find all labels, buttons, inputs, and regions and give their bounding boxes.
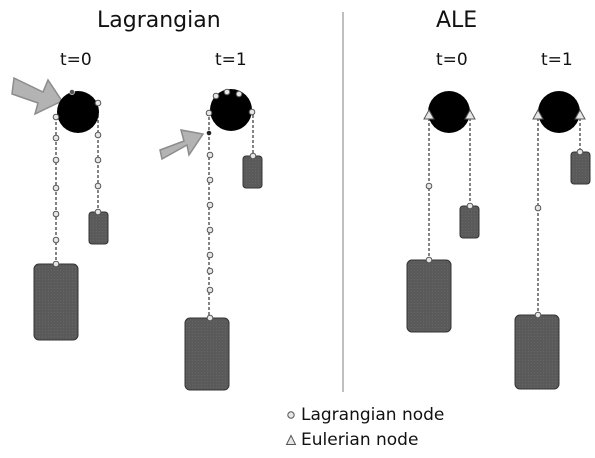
pulley (428, 91, 470, 133)
pulley (210, 89, 252, 131)
small-weight (570, 151, 591, 185)
pulley (57, 91, 99, 133)
circle-icon (287, 411, 295, 419)
lagrangian-title: Lagrangian (97, 8, 221, 33)
small-weight (459, 205, 480, 239)
ale-t0-pulley-system (406, 91, 480, 333)
small-weight (88, 211, 109, 245)
pulley (538, 91, 580, 133)
legend-lagrangian-node: Lagrangian node (285, 405, 444, 425)
ale-t0-label: t=0 (436, 50, 468, 70)
triangle-icon (285, 434, 297, 445)
lagrangian-t0-label: t=0 (60, 50, 92, 70)
ale-t1-label: t=1 (541, 50, 573, 70)
lagrangian-t1-label: t=1 (215, 50, 247, 70)
large-weight (514, 314, 560, 390)
large-weight (406, 259, 452, 333)
ale-t1-pulley-system (514, 91, 591, 390)
small-weight (242, 155, 263, 189)
ale-title: ALE (436, 8, 478, 33)
lagrangian-t1-pulley-system (159, 88, 263, 391)
legend-eulerian-node: Eulerian node (285, 430, 418, 450)
lagrangian-t0-pulley-system (11, 76, 109, 341)
legend-eulerian-label: Eulerian node (301, 430, 419, 450)
force-arrow-icon (11, 76, 64, 116)
large-weight (184, 317, 230, 391)
large-weight (33, 263, 79, 341)
legend-lagrangian-label: Lagrangian node (301, 405, 445, 425)
force-arrow-icon (159, 129, 205, 161)
